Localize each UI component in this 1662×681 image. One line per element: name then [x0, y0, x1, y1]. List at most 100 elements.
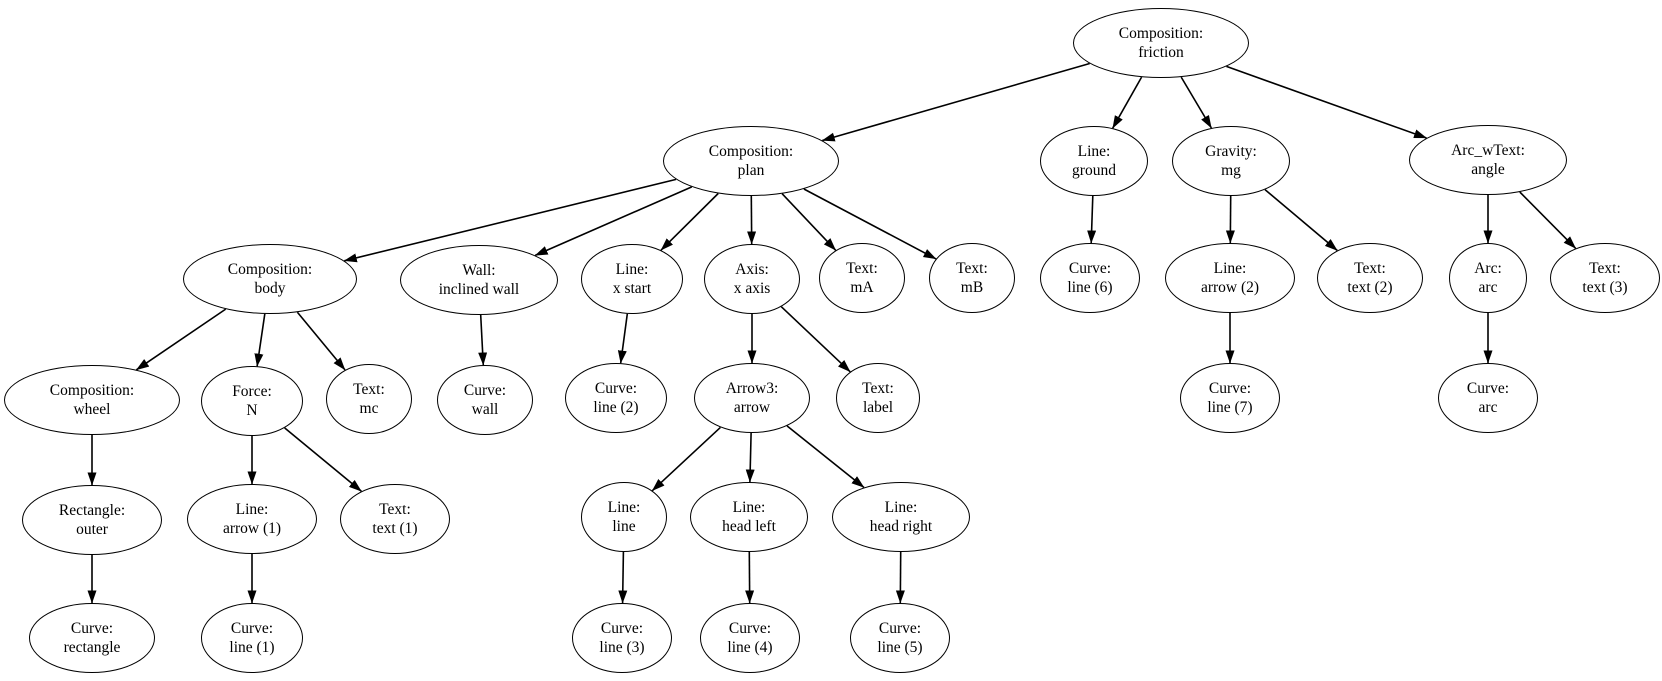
node-x_axis: Axis: x axis [704, 244, 800, 314]
node-text1: Text:text (1) [340, 484, 450, 554]
node-label-line2: plan [737, 162, 765, 179]
edge-ground-line6 [1087, 195, 1097, 244]
node-label-line2: wall [471, 401, 499, 418]
node-angle: Arc_wText:angle [1409, 125, 1567, 195]
edge-mg-text2 [1264, 188, 1338, 252]
node-label-line2: arc [1478, 399, 1498, 416]
node-label-line2: N [246, 402, 258, 419]
node-line4: Curve:line (4) [700, 603, 800, 673]
node-plan: Composition: plan [663, 126, 839, 196]
node-arc: Arc: arc [1449, 243, 1527, 313]
edge-plan-x_start [660, 192, 719, 251]
node-label-line2: line (1) [229, 639, 275, 656]
node-label-line1: Curve: [230, 620, 274, 637]
node-label-line1: Curve: [1068, 260, 1112, 277]
node-label-line1: Line: [615, 261, 649, 278]
edge-plan-mB [803, 188, 937, 260]
node-label-line1: Curve: [594, 380, 638, 397]
node-label-line1: Line: [1213, 260, 1247, 277]
edge-friction-ground [1112, 76, 1143, 129]
node-arrow3: Arrow3: arrow [694, 363, 810, 433]
node-wheel: Composition: wheel [4, 365, 180, 435]
edge-plan-mA [781, 193, 837, 251]
node-label-line2: ground [1072, 162, 1116, 179]
node-head_left: Line:head left [690, 482, 808, 552]
node-label-line1: Line: [607, 499, 641, 516]
node-label-line2: angle [1471, 161, 1505, 178]
node-label-line1: Curve: [70, 620, 114, 637]
node-label-line2: mc [359, 400, 379, 417]
node-head_right: Line:head right [832, 482, 970, 552]
node-arrow2: Line:arrow (2) [1165, 243, 1295, 313]
node-label-line2: arc [1478, 279, 1498, 296]
node-label-line2: x axis [733, 280, 771, 297]
edge-arrow3-head_right [786, 425, 865, 489]
node-line1: Curve: line (1) [201, 603, 303, 673]
node-inclined_wall: Wall:inclined wall [400, 245, 558, 315]
node-label-line1: Text: [956, 260, 988, 277]
node-label-line1: Line: [1077, 143, 1111, 160]
node-label-line2: friction [1138, 44, 1184, 61]
node-label-line2: head left [722, 518, 776, 535]
node-label-line1: Curve: [600, 620, 644, 637]
edge-body-N [254, 313, 266, 367]
node-label-line2: line (2) [593, 399, 639, 416]
edge-friction-angle [1226, 65, 1427, 139]
node-mg: Gravity:mg [1172, 126, 1290, 196]
node-label-line2: line (3) [599, 639, 645, 656]
node-body: Composition:body [183, 244, 357, 314]
edge-arrow3-head_left [745, 432, 755, 483]
node-label-line2: arrow (1) [222, 520, 282, 537]
node-label-line1: Arrow3: [725, 380, 779, 397]
edge-inclined_wall-wall_curve [478, 314, 488, 366]
node-line6: Curve:line (6) [1040, 243, 1140, 313]
node-label-line1: Text: [379, 501, 411, 518]
node-label-line1: Curve: [1208, 380, 1252, 397]
node-label-line1: Rectangle: [58, 502, 126, 519]
node-line3: Curve: line (3) [572, 603, 672, 673]
node-label-line1: Force: [232, 383, 272, 400]
node-label-line1: Composition: [1118, 25, 1204, 42]
node-label-line1: Curve: [463, 382, 507, 399]
node-label-line1: Arc: [1474, 260, 1502, 277]
node-label-line1: Arc_wText: [1451, 142, 1525, 159]
edge-N-text1 [284, 427, 362, 492]
node-label-line1: Text: [353, 381, 385, 398]
node-label: Text:label [836, 363, 920, 433]
node-label-line1: Gravity: [1205, 143, 1257, 160]
node-label-line2: arrow [733, 399, 771, 416]
node-label-line1: Axis: [735, 261, 769, 278]
node-label-line2: head right [869, 518, 933, 535]
node-label-line2: line (5) [877, 639, 923, 656]
node-arc_curve: Curve:arc [1438, 363, 1538, 433]
node-label-line2: text (3) [1582, 279, 1628, 296]
edge-plan-inclined_wall [534, 186, 693, 257]
node-outer: Rectangle: outer [22, 485, 162, 555]
node-label-line1: Composition: [708, 143, 794, 160]
node-label-line1: Line: [235, 501, 269, 518]
node-label-line2: line (4) [727, 639, 773, 656]
edge-x_start-line2 [617, 313, 629, 364]
node-label-line1: Text: [1589, 260, 1621, 277]
node-label-line1: Composition: [49, 382, 135, 399]
edge-plan-body [343, 178, 677, 263]
node-x_start: Line: x start [581, 244, 683, 314]
node-N: Force: N [201, 366, 303, 436]
node-line5: Curve:line (5) [850, 603, 950, 673]
node-label-line1: Text: [1354, 260, 1386, 277]
node-mA: Text:mA [819, 243, 905, 313]
edge-x_axis-label [780, 306, 851, 373]
node-mc: Text: mc [326, 364, 412, 434]
node-label-line2: x start [612, 280, 652, 297]
node-label-line2: inclined wall [438, 281, 520, 298]
node-label-line2: outer [76, 521, 108, 538]
node-label-line1: Composition: [227, 261, 313, 278]
node-friction: Composition: friction [1073, 8, 1249, 78]
node-text2: Text: text (2) [1317, 243, 1423, 313]
node-label-line2: wheel [73, 401, 111, 418]
node-line2: Curve: line (2) [565, 363, 667, 433]
node-label-line2: mA [850, 279, 874, 296]
node-label-line2: text (2) [1347, 279, 1393, 296]
